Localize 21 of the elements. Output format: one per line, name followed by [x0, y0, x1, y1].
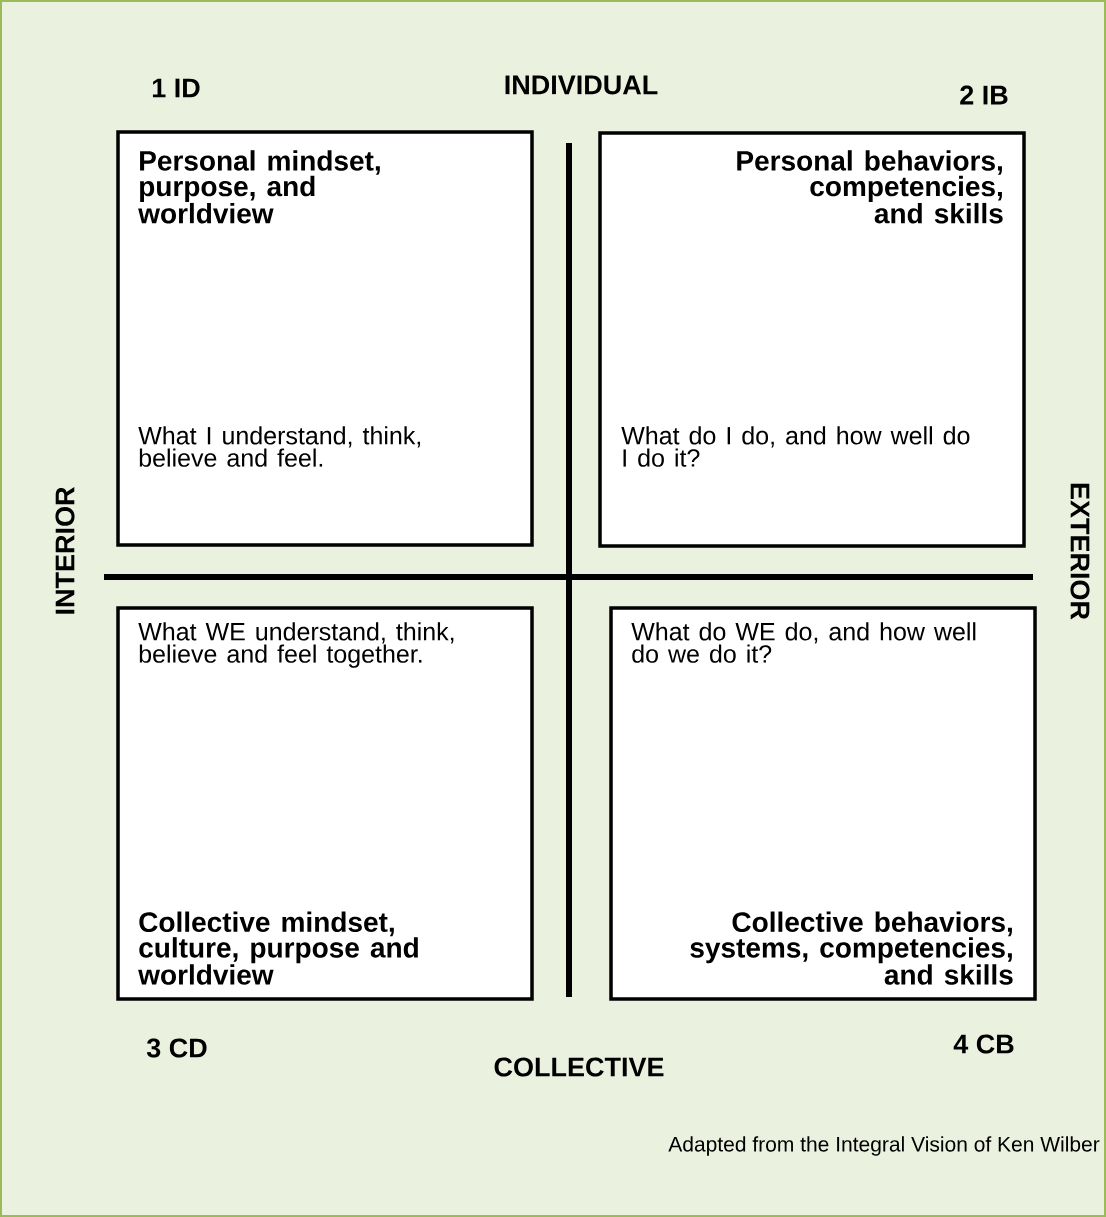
axis-label: INTERIOR — [55, 487, 75, 614]
description-text: What do I do, and how well do I do it? — [621, 426, 970, 467]
heading-text: Personal behaviors, competencies, and skills — [737, 150, 1003, 224]
axis-label: COLLECTIVE — [494, 1057, 664, 1077]
description-text: What do WE do, and how well do we do it? — [631, 622, 976, 663]
caption: Adapted from the Integral Vision of Ken Wilber — [668, 1136, 1100, 1156]
quadrant-box — [116, 130, 534, 547]
heading-text: Collective behaviors, systems, competencies, and skills — [690, 911, 1013, 985]
description-text: What WE understand, think, believe and feel together. — [138, 622, 454, 668]
corner-label: 1 ID — [152, 78, 200, 98]
corner-label: 4 CB — [953, 1034, 1014, 1054]
quadrant-box — [116, 606, 534, 1001]
heading-text: Collective mindset, culture, purpose and worldview — [138, 911, 418, 985]
corner-label: 2 IB — [960, 85, 1008, 105]
heading-text: Personal mindset, purpose, and worldview — [138, 150, 380, 224]
description-text: What I understand, think, believe and feel. — [138, 426, 421, 467]
quadrant-box — [609, 606, 1037, 1001]
axis-label: EXTERIOR — [1070, 483, 1090, 620]
corner-label: 3 CD — [146, 1038, 207, 1058]
axis-label: INDIVIDUAL — [505, 75, 658, 95]
quadrant-box — [598, 131, 1026, 548]
